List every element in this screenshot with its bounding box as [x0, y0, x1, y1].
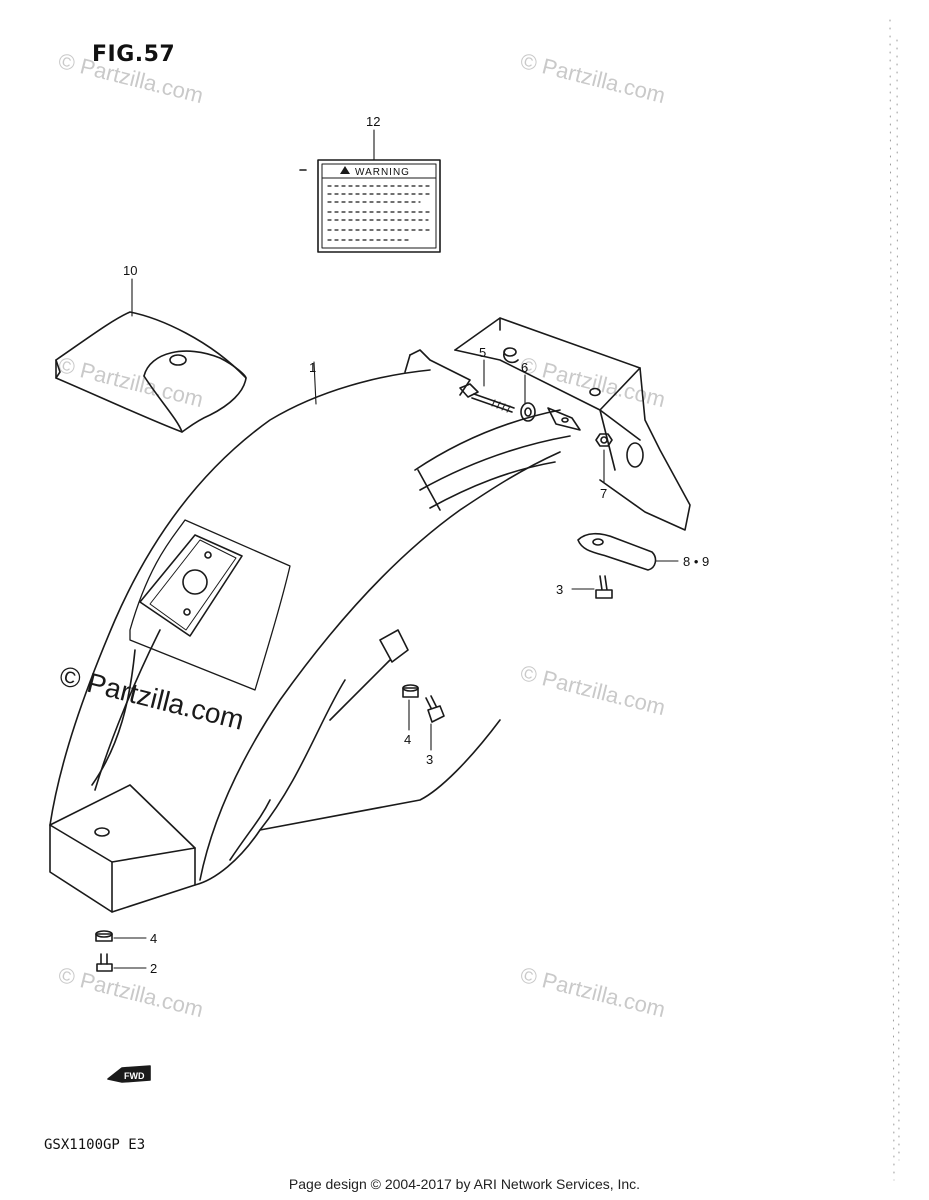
callout-5: 5: [479, 345, 486, 360]
fwd-arrow-icon: [107, 1065, 151, 1083]
callout-4: 4: [150, 931, 157, 946]
callout-3: 3: [426, 752, 433, 767]
model-code: GSX1100GP E3: [44, 1137, 146, 1153]
warning-label-part: [299, 159, 441, 253]
screw-3a-part: [595, 575, 613, 599]
tail-cover-part: [55, 311, 247, 433]
callout-10: 10: [123, 263, 137, 278]
callout-8-9: 8 • 9: [683, 554, 709, 569]
nut-4a-part: [402, 684, 419, 698]
callout-12: 12: [366, 114, 380, 129]
nut-7-part: [595, 433, 613, 447]
screw-3b-part: [425, 695, 445, 723]
callout-7: 7: [600, 486, 607, 501]
figure-title: FIG.57: [92, 42, 176, 67]
callout-2: 2: [150, 961, 157, 976]
warning-label-title: WARNING: [355, 167, 410, 178]
page-footer: Page design © 2004-2017 by ARI Network S…: [288, 1176, 641, 1192]
damper-6-part: [520, 402, 581, 431]
nut-4b-part: [95, 930, 113, 942]
callout-1: 1: [309, 360, 316, 375]
callout-3: 3: [556, 582, 563, 597]
rear-fender-part: [49, 317, 691, 913]
clamp-part: [577, 532, 657, 571]
callout-4: 4: [404, 732, 411, 747]
callout-6: 6: [521, 360, 528, 375]
fwd-label: FWD: [124, 1071, 145, 1081]
bolt-5-part: [459, 383, 515, 413]
screw-2-part: [96, 953, 113, 972]
